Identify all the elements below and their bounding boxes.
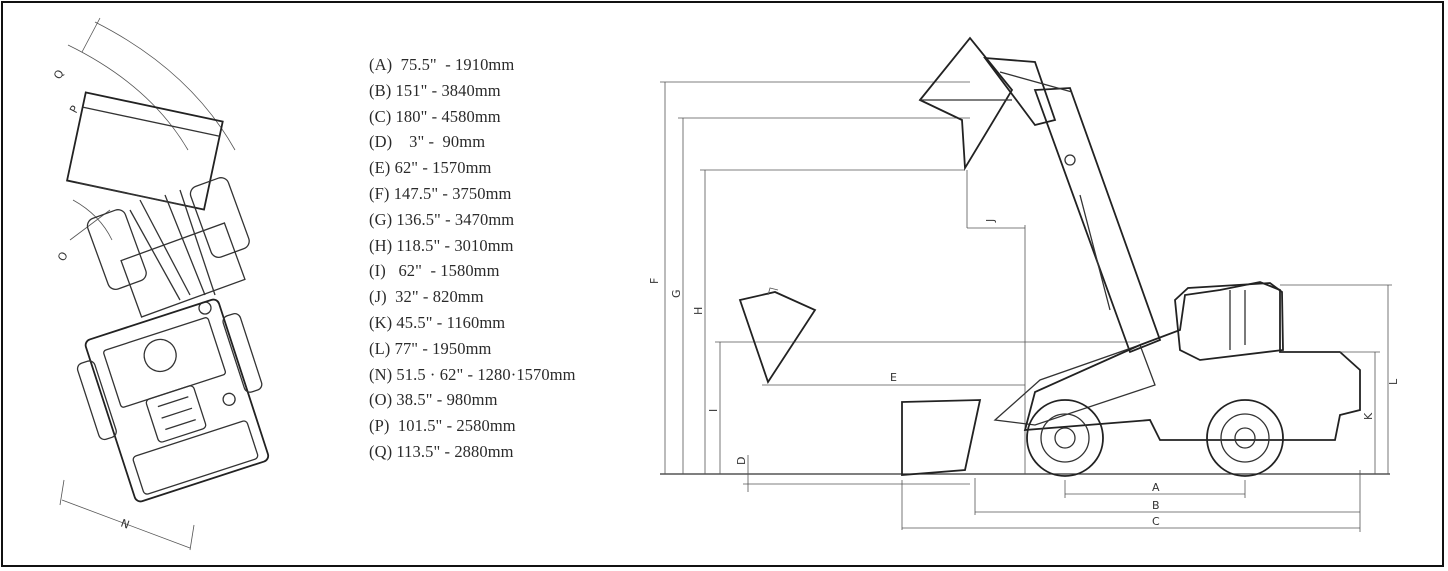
front-left-wheel	[86, 209, 147, 291]
front-wheel	[1026, 399, 1104, 477]
rear-wheel	[1206, 399, 1284, 477]
spec-j: (J) 32" - 820mm	[369, 287, 484, 307]
spec-list: (A) 75.5" - 1910mm (B) 151" - 3840mm (C)…	[369, 52, 576, 465]
dim-line-q	[81, 17, 101, 53]
spec-h: (H) 118.5" - 3010mm	[369, 235, 514, 255]
telescopic-boom	[1033, 87, 1162, 354]
spec-f: (F) 147.5" - 3750mm	[369, 183, 512, 203]
top-view-drawing: Q P O N	[51, 17, 270, 551]
label-p: P	[67, 103, 82, 115]
spec-c: (C) 180" - 4580mm	[369, 106, 501, 126]
seat	[145, 385, 207, 443]
label-n: N	[119, 517, 131, 532]
spec-g: (G) 136.5" - 3470mm	[369, 209, 515, 229]
spec-p: (P) 101.5" - 2580mm	[369, 416, 516, 436]
rear-body	[76, 298, 270, 503]
steering-wheel-icon	[143, 338, 177, 373]
boom-tip	[983, 56, 1057, 127]
cab	[1174, 282, 1284, 361]
label-f: F	[648, 278, 661, 284]
chassis	[1023, 281, 1361, 441]
front-right-wheel	[189, 177, 250, 259]
outer-turning-arc	[94, 21, 236, 151]
label-o: O	[55, 249, 71, 263]
dim-line-n	[61, 499, 191, 549]
label-q: Q	[51, 67, 67, 81]
spec-k: (K) 45.5" - 1160mm	[369, 312, 506, 332]
spec-i: (I) 62" - 1580mm	[369, 261, 500, 281]
label-j: J	[984, 219, 997, 223]
bucket-mid	[738, 291, 817, 385]
label-a: A	[1152, 481, 1160, 494]
spec-n: (N) 51.5 · 62" - 1280·1570mm	[369, 364, 576, 384]
label-g: G	[670, 289, 683, 298]
side-view-drawing: F G H I D J E L K A B	[648, 36, 1400, 532]
label-k: K	[1362, 412, 1375, 420]
label-b: B	[1152, 499, 1160, 512]
spec-o: (O) 38.5" - 980mm	[369, 390, 498, 410]
spec-b: (B) 151" - 3840mm	[369, 80, 501, 100]
label-c: C	[1152, 515, 1160, 528]
front-frame	[120, 222, 246, 318]
bucket-raised	[918, 36, 1014, 171]
inner-turning-arc	[67, 44, 189, 151]
label-d: D	[735, 457, 748, 465]
clearance-arc	[72, 199, 113, 241]
spec-q: (Q) 113.5" - 2880mm	[369, 441, 514, 461]
spec-a: (A) 75.5" - 1910mm	[369, 55, 515, 74]
label-l: L	[1387, 378, 1400, 385]
spec-e: (E) 62" - 1570mm	[369, 158, 492, 178]
top-bucket	[65, 91, 224, 211]
label-e: E	[890, 371, 897, 384]
spec-d: (D) 3" - 90mm	[369, 132, 486, 152]
spec-l: (L) 77" - 1950mm	[369, 338, 492, 358]
label-h: H	[692, 307, 705, 315]
bucket-ground	[901, 399, 982, 476]
label-i: I	[707, 409, 720, 412]
boom-base	[993, 344, 1156, 426]
